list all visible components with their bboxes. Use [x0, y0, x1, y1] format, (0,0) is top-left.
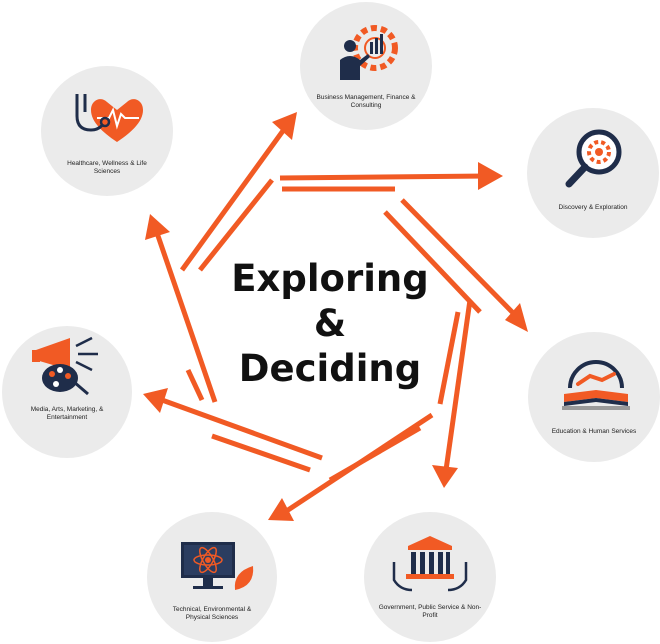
arrow-line-right-inner — [383, 210, 482, 314]
arrow-line-lower-left — [161, 397, 323, 461]
handshake-book-icon — [562, 360, 630, 410]
megaphone-palette-icon — [32, 336, 98, 396]
arrow-line-bottom-inner — [328, 425, 422, 483]
career-label-media: Media, Arts, Marketing, & Entertainment — [30, 406, 104, 421]
career-circle-discovery[interactable]: Discovery & Exploration — [527, 108, 659, 238]
career-circle-government[interactable]: Government, Public Service & Non-Profit — [364, 512, 496, 642]
arrowhead-bottom — [268, 498, 294, 521]
arrowhead-right — [505, 303, 528, 332]
government-building-hands-icon — [392, 536, 468, 592]
career-label-education: Education & Human Services — [551, 428, 637, 435]
arrow-line-upper-left-inner — [198, 178, 274, 272]
arrowhead-lower-right — [432, 465, 458, 488]
arrow-line-left-inner — [185, 368, 205, 402]
arrowhead-top — [478, 162, 503, 190]
arrow-line-right — [400, 198, 520, 320]
career-circle-technical[interactable]: Technical, Environmental & Physical Scie… — [147, 512, 277, 642]
career-label-business: Business Management, Finance & Consultin… — [316, 94, 416, 109]
career-circle-media[interactable]: Media, Arts, Marketing, & Entertainment — [2, 326, 132, 458]
career-circle-business[interactable]: Business Management, Finance & Consultin… — [300, 2, 432, 130]
arrow-line-left — [153, 229, 218, 403]
career-circle-education[interactable]: Education & Human Services — [528, 332, 660, 462]
career-label-discovery: Discovery & Exploration — [558, 204, 628, 211]
center-title-line1: Exploring — [231, 257, 429, 300]
arrow-line-upper-left — [179, 126, 288, 272]
arrowhead-upper-left — [272, 112, 297, 140]
arrowhead-left — [145, 214, 170, 240]
career-label-government: Government, Public Service & Non-Profit — [378, 604, 482, 619]
career-label-technical: Technical, Environmental & Physical Scie… — [172, 606, 252, 621]
magnifier-gear-icon — [565, 129, 622, 188]
arrow-line-lower-right — [443, 299, 473, 471]
arrow-line-lower-left-inner — [211, 433, 311, 473]
career-label-healthcare: Healthcare, Wellness & Life Sciences — [67, 160, 147, 175]
center-title-line2: & — [313, 302, 347, 345]
presenter-gear-icon — [340, 25, 398, 80]
monitor-atom-leaf-icon — [181, 542, 254, 590]
arrow-line-lower-right-inner — [437, 311, 461, 405]
center-title: Exploring & Deciding — [200, 256, 460, 391]
center-title-line3: Deciding — [238, 347, 422, 390]
arrowhead-lower-left — [143, 388, 168, 413]
arrow-line-top — [279, 173, 489, 181]
heart-stethoscope-icon — [75, 94, 143, 142]
career-circle-healthcare[interactable]: Healthcare, Wellness & Life Sciences — [41, 66, 173, 196]
